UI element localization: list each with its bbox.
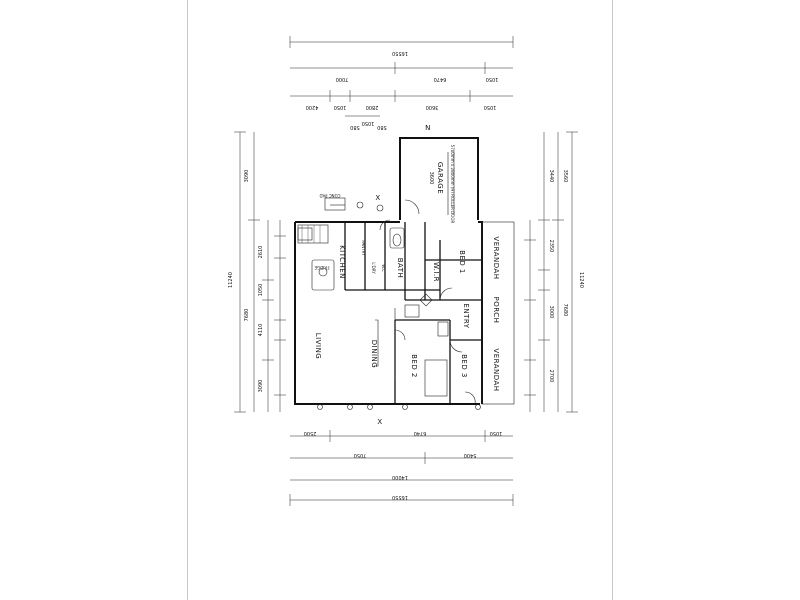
- door-swings: [379, 199, 476, 405]
- roller-door-label: 5700mm x 2800mm (H) ROLLER DOOR: [450, 145, 455, 224]
- room-wir: W.I.R: [432, 262, 440, 282]
- top-dim-row2-1: 7000: [336, 76, 349, 82]
- left-dim-inner-1: 2610: [258, 246, 264, 259]
- room-wc: W.C: [381, 264, 386, 272]
- room-garage: GARAGE: [436, 162, 444, 194]
- top-dim-overall: 16550: [392, 50, 408, 56]
- bottom-dim-row1-1: 2500: [304, 430, 317, 436]
- top-dim-row2-2: 6470: [434, 76, 447, 82]
- top-dim-row4-2: 1050: [362, 120, 375, 126]
- right-dim-outer-1: 3560: [562, 170, 568, 183]
- top-dim-row3-4: 3600: [426, 104, 439, 110]
- room-pantry: PANTRY: [361, 240, 366, 256]
- room-laundry: L'DRY: [371, 262, 376, 274]
- interior-walls: [344, 222, 482, 404]
- section-marker-top: X: [375, 194, 380, 202]
- left-dim-inner-4: 3090: [258, 380, 264, 393]
- right-dimensions: 11240 3560 7680 3440 2350 3000 2700: [524, 131, 584, 413]
- room-entry: ENTRY: [462, 303, 470, 328]
- top-dim-row3-3: 2800: [366, 104, 379, 110]
- room-kitchen: KITCHEN: [338, 245, 346, 279]
- north-marker: N: [425, 124, 431, 132]
- right-dim-overall: 11240: [578, 272, 584, 288]
- bottom-dim-row1-3: 1050: [490, 430, 503, 436]
- right-dim-inner-2: 2350: [548, 240, 554, 253]
- room-bed3: BED 3: [460, 354, 468, 378]
- room-porch: PORCH: [492, 297, 500, 324]
- top-dim-row3-2: 1050: [334, 104, 347, 110]
- right-dim-inner-1: 3440: [548, 170, 554, 183]
- right-dim-outer-2: 7680: [562, 304, 568, 317]
- page-edge-right: [612, 0, 613, 600]
- bottom-dimensions: 2500 6740 1050 7050 5400 14000 16550: [289, 430, 514, 506]
- bottom-dim-row2-2: 5400: [464, 452, 477, 458]
- plan-markers: N X X: [375, 124, 431, 426]
- left-dim-overall: 11240: [228, 272, 234, 288]
- top-dimensions: 16550 7000 6470 1050 4200 1050 2800 3600…: [289, 36, 514, 130]
- fixtures: [297, 197, 481, 410]
- top-dim-row3-1: 4200: [306, 104, 319, 110]
- room-bed2: BED 2: [410, 354, 418, 378]
- top-dim-row2-3: 1050: [486, 76, 499, 82]
- right-dim-inner-3: 3000: [548, 306, 554, 319]
- right-dim-inner-4: 2700: [548, 370, 554, 383]
- bottom-dim-row4: 16550: [392, 494, 408, 500]
- garage-size: 3600: [428, 172, 434, 185]
- left-dim-inner-2: 1050: [258, 284, 264, 297]
- room-bed1: BED 1: [458, 250, 466, 274]
- room-dining: DINING: [370, 340, 378, 368]
- conc-pad-label: CONC PAD: [320, 193, 341, 198]
- fridge-label: FRIDGE: [314, 265, 329, 270]
- bottom-dim-row1-2: 6740: [414, 430, 427, 436]
- room-labels: GARAGE 3600 KITCHEN PANTRY BATH L'DRY W.…: [314, 162, 500, 392]
- left-dimensions: 11240 3090 7680 2610 1050 4110 3090: [228, 131, 286, 413]
- page-edge-left: [187, 0, 188, 600]
- room-verandah-top: VERANDAH: [492, 236, 500, 279]
- roller-door: 5700mm x 2800mm (H) ROLLER DOOR: [447, 145, 455, 224]
- left-dim-outer-2: 7680: [244, 309, 250, 322]
- left-dim-outer-1: 3090: [244, 170, 250, 183]
- exterior-walls: [294, 137, 515, 405]
- bottom-dim-row2-1: 7050: [354, 452, 367, 458]
- bottom-dim-row3: 14000: [392, 474, 408, 480]
- room-verandah-bottom: VERANDAH: [492, 348, 500, 391]
- top-dim-row4-1: 580: [350, 124, 360, 130]
- section-marker-bottom: X: [377, 418, 382, 426]
- top-dim-row4-3: 580: [377, 124, 387, 130]
- top-dim-row3-5: 1050: [484, 104, 497, 110]
- room-living: LIVING: [314, 333, 322, 359]
- room-bath: BATH: [396, 258, 404, 279]
- left-dim-inner-3: 4110: [258, 324, 264, 337]
